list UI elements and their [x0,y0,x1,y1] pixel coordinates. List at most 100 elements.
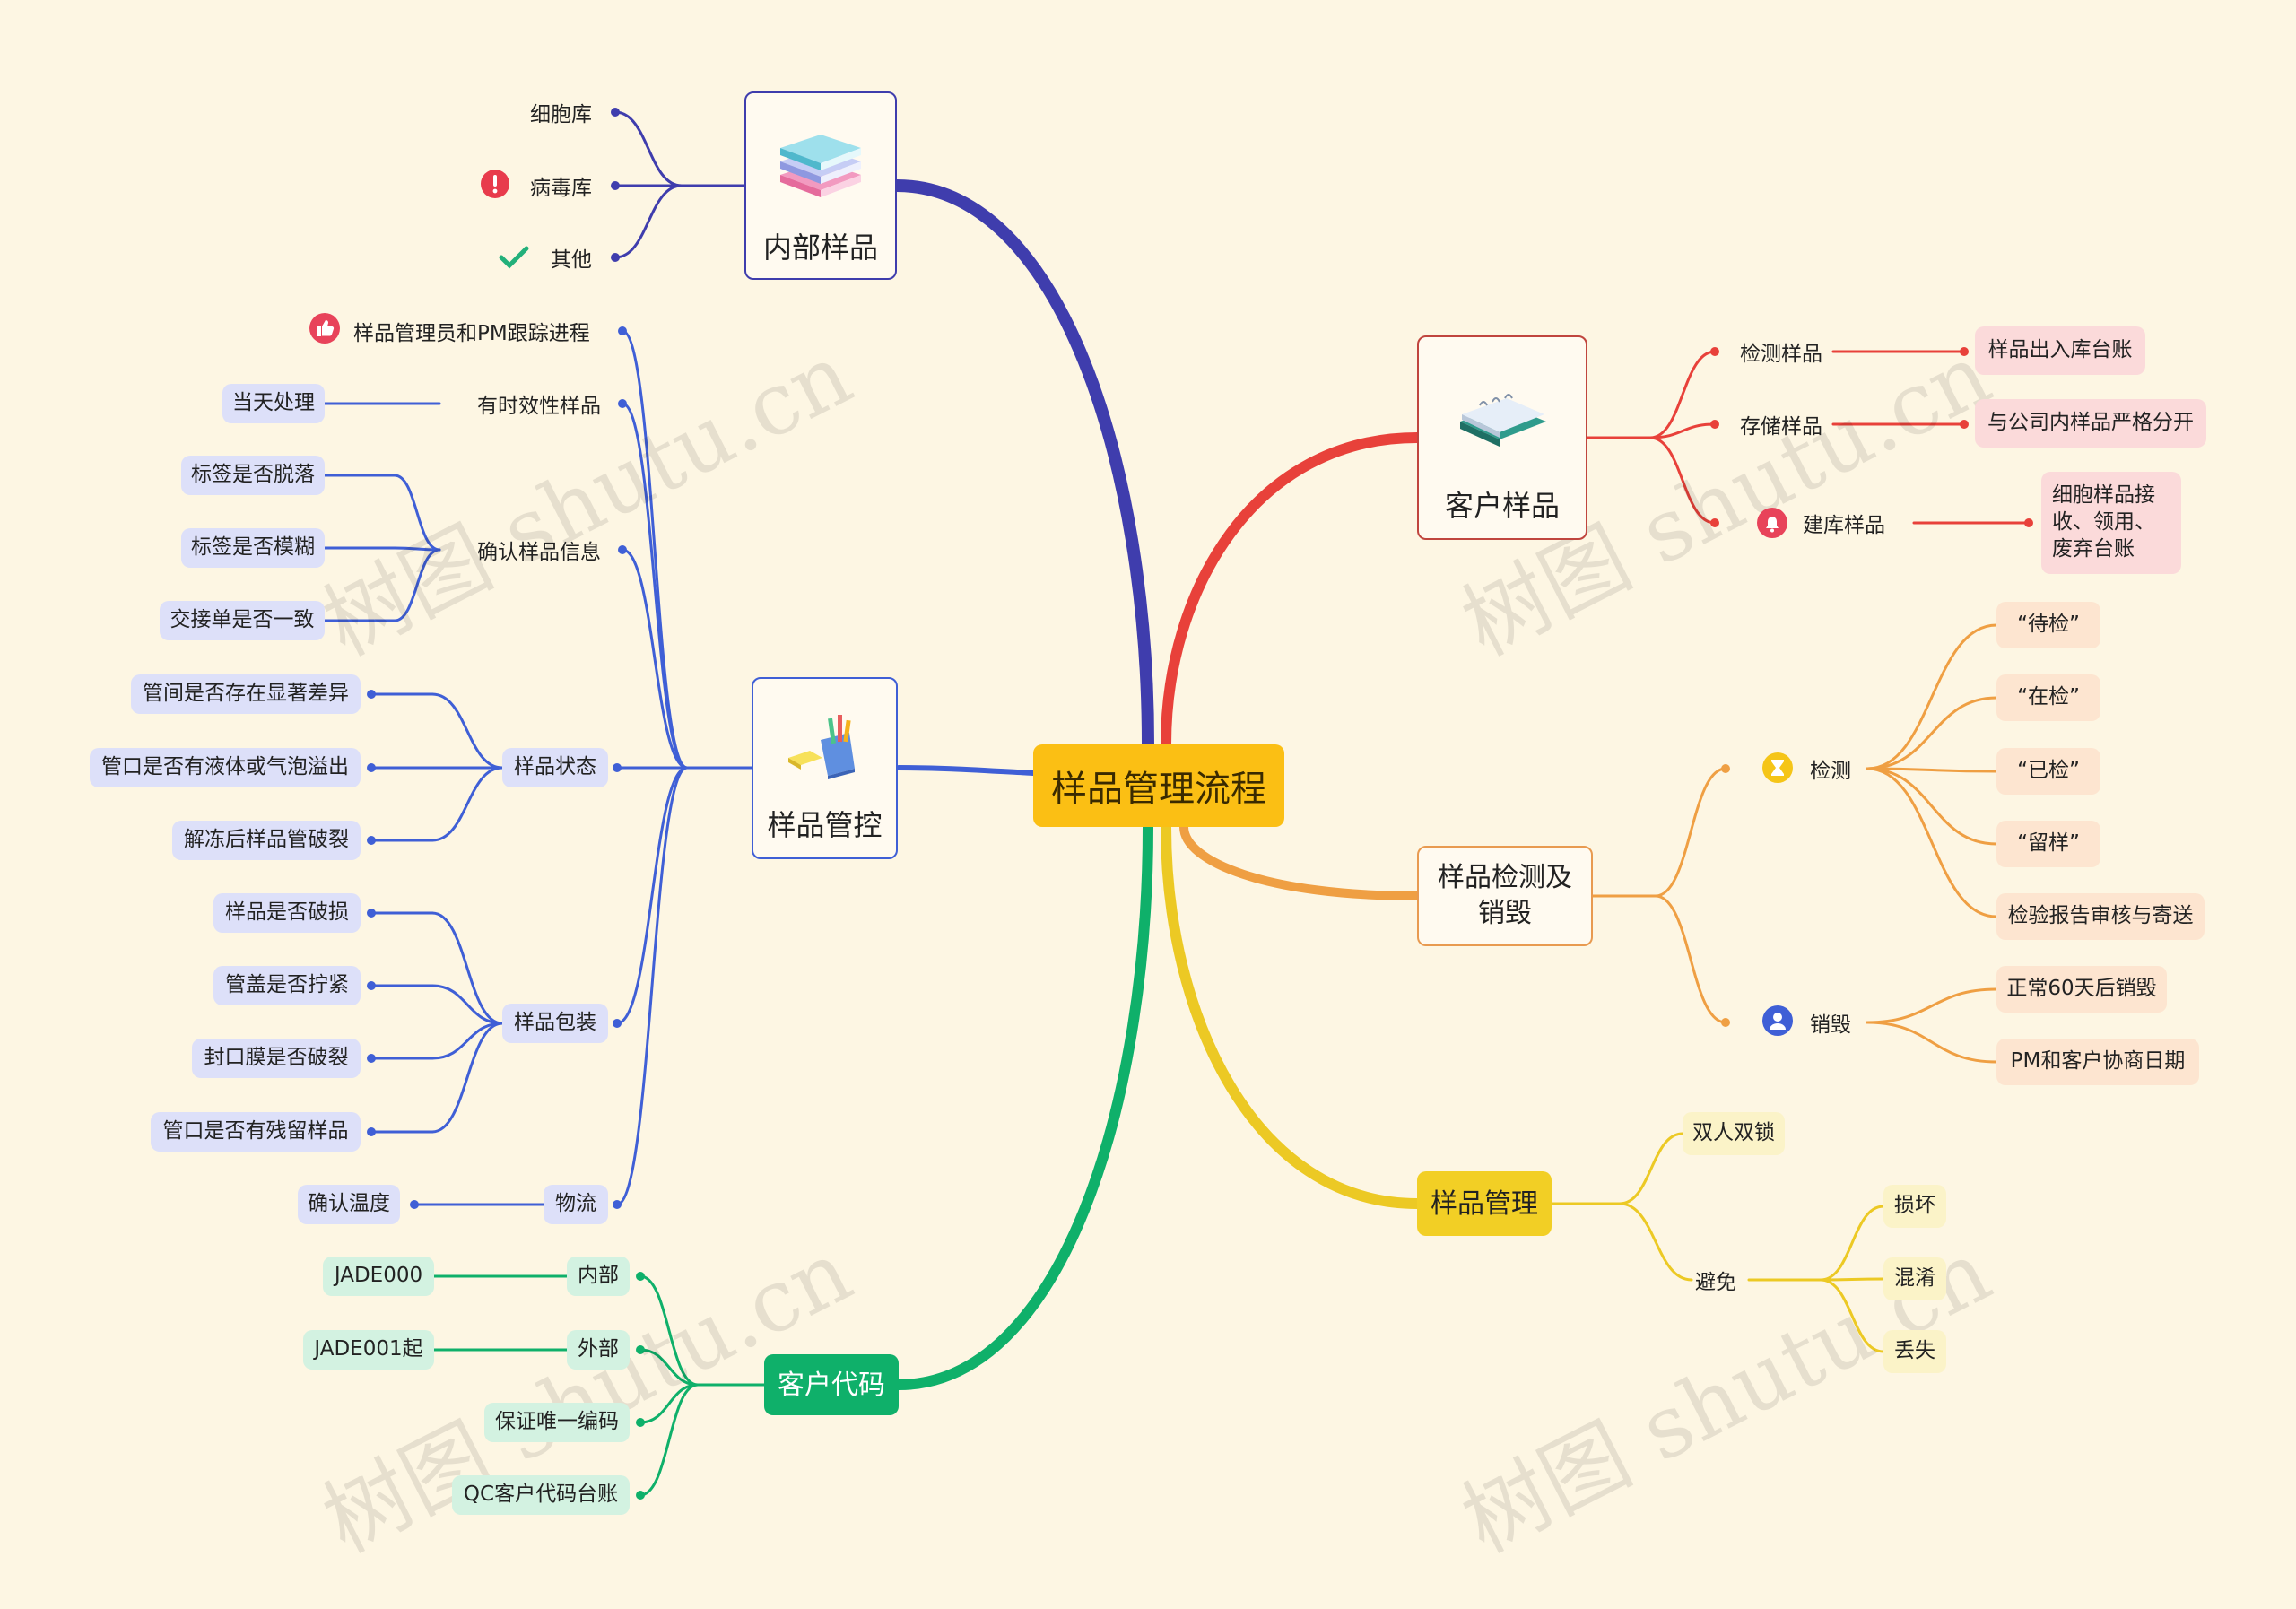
connector-dot [611,181,620,190]
connector-dot [1721,764,1730,773]
user-icon [1762,1005,1793,1036]
topic-label: 样品管控 [767,807,883,842]
connector [1618,1202,1693,1282]
node-library-samples[interactable]: 建库样品 [1803,514,1885,537]
connector [1819,1277,1885,1282]
connector [1618,1132,1684,1205]
node-outer[interactable]: 外部 [567,1330,630,1370]
leaf-pending[interactable]: “待检” [1996,602,2100,648]
connector [613,184,683,259]
leaf-same-day[interactable]: 当天处理 [222,384,325,423]
connector [1866,696,1998,770]
node-timely-samples[interactable]: 有时效性样品 [477,395,601,418]
node-test[interactable]: 检测 [1810,760,1851,783]
node-confirm-info[interactable]: 确认样品信息 [477,541,601,564]
connector-dot [613,1200,622,1209]
leaf-tube-diff[interactable]: 管间是否存在显著差异 [131,674,361,714]
leaf-thaw-break[interactable]: 解冻后样品管破裂 [172,821,361,860]
exclamation-icon [481,170,509,198]
leaf-label-blur[interactable]: 标签是否模糊 [181,528,325,568]
leaf-destroy-60d[interactable]: 正常60天后销毁 [1996,966,2167,1013]
leaf-tube-overflow[interactable]: 管口是否有液体或气泡溢出 [90,748,361,787]
connector [621,548,689,770]
node-unique-code[interactable]: 保证唯一编码 [484,1403,630,1442]
topic-customer-samples[interactable]: 客户样品 [1417,335,1587,540]
leaf-label-off[interactable]: 标签是否脱落 [181,456,325,495]
leaf-confirm-temp[interactable]: 确认温度 [298,1185,400,1224]
leaf-testing[interactable]: “在检” [1996,674,2100,721]
node-sample-package[interactable]: 样品包装 [502,1004,608,1043]
leaf-handover-match[interactable]: 交接单是否一致 [160,601,325,640]
leaf-damage[interactable]: 损坏 [1883,1185,1946,1228]
node-logistics[interactable]: 物流 [544,1185,608,1224]
leaf-inout-ledger[interactable]: 样品出入库台账 [1975,326,2145,375]
leaf-jade001[interactable]: JADE001起 [303,1330,434,1370]
connector [1866,767,1998,773]
connector [1866,623,1998,770]
leaf-cell-bank[interactable]: 细胞库 [530,103,592,126]
connector-dot [1710,420,1719,429]
connector [1819,1278,1885,1353]
connector [615,766,689,1206]
main-branch [891,179,1154,751]
check-icon [499,246,529,269]
leaf-virus-bank[interactable]: 病毒库 [530,177,592,200]
connector [639,1348,700,1387]
thumbs-up-icon [309,313,340,344]
connector [639,1383,700,1424]
leaf-mixup[interactable]: 混淆 [1883,1257,1946,1300]
connector [1819,1205,1885,1282]
leaf-retained[interactable]: “留样” [1996,821,2100,867]
leaf-loss[interactable]: 丢失 [1883,1330,1946,1373]
connector-dot [1710,518,1719,527]
main-branch [893,822,1153,1390]
leaf-sample-damage[interactable]: 样品是否破损 [213,893,361,933]
connector [430,692,504,770]
connector [615,766,689,1025]
connector-dot [1960,347,1969,356]
connector-dot [367,981,376,990]
connector-dot [618,545,627,554]
connector-dot [367,763,376,772]
topic-detect-destroy[interactable]: 样品检测及销毁 [1417,846,1593,946]
leaf-jade000[interactable]: JADE000 [323,1257,434,1296]
connector-dot [618,326,627,335]
node-test-samples[interactable]: 检测样品 [1740,343,1822,366]
topic-sample-manage[interactable]: 样品管理 [1417,1171,1552,1236]
node-destroy[interactable]: 销毁 [1810,1013,1851,1037]
connector-dot [367,909,376,918]
topic-label: 样品检测及销毁 [1438,861,1572,930]
topic-customer-code[interactable]: 客户代码 [764,1354,899,1415]
connector [1648,436,1717,525]
leaf-cap-tight[interactable]: 管盖是否拧紧 [213,966,361,1005]
connector [1866,1021,1998,1064]
connector [430,766,504,842]
connector [430,1022,504,1060]
connector [1648,422,1717,439]
node-storage-samples[interactable]: 存储样品 [1740,415,1822,439]
root-topic[interactable]: 样品管理流程 [1033,744,1284,827]
topic-sample-control[interactable]: 样品管控 [752,677,898,859]
bell-icon [1757,508,1787,538]
leaf-tested[interactable]: “已检” [1996,748,2100,795]
leaf-other[interactable]: 其他 [551,248,592,272]
leaf-pm-negotiate[interactable]: PM和客户协商日期 [1996,1039,2199,1085]
connector-dot [613,763,622,772]
node-avoid[interactable]: 避免 [1695,1271,1736,1294]
leaf-report-review[interactable]: 检验报告审核与寄送 [1996,893,2205,940]
node-qc-ledger[interactable]: QC客户代码台账 [452,1475,630,1515]
leaf-dual-lock[interactable]: 双人双锁 [1683,1112,1785,1155]
main-branch [1161,432,1422,750]
leaf-separate-storage[interactable]: 与公司内样品严格分开 [1975,399,2206,448]
leaf-film-break[interactable]: 封口膜是否破裂 [192,1039,361,1078]
leaf-residue[interactable]: 管口是否有残留样品 [151,1112,361,1152]
books-icon [780,135,861,197]
leaf-cell-ledger[interactable]: 细胞样品接收、领用、废弃台账 [2041,472,2181,574]
connector [1654,767,1727,898]
node-sample-state[interactable]: 样品状态 [502,748,608,787]
node-inner[interactable]: 内部 [567,1257,630,1296]
node-pm-tracking[interactable]: 样品管理员和PM跟踪进程 [353,322,590,345]
connector [613,110,683,187]
